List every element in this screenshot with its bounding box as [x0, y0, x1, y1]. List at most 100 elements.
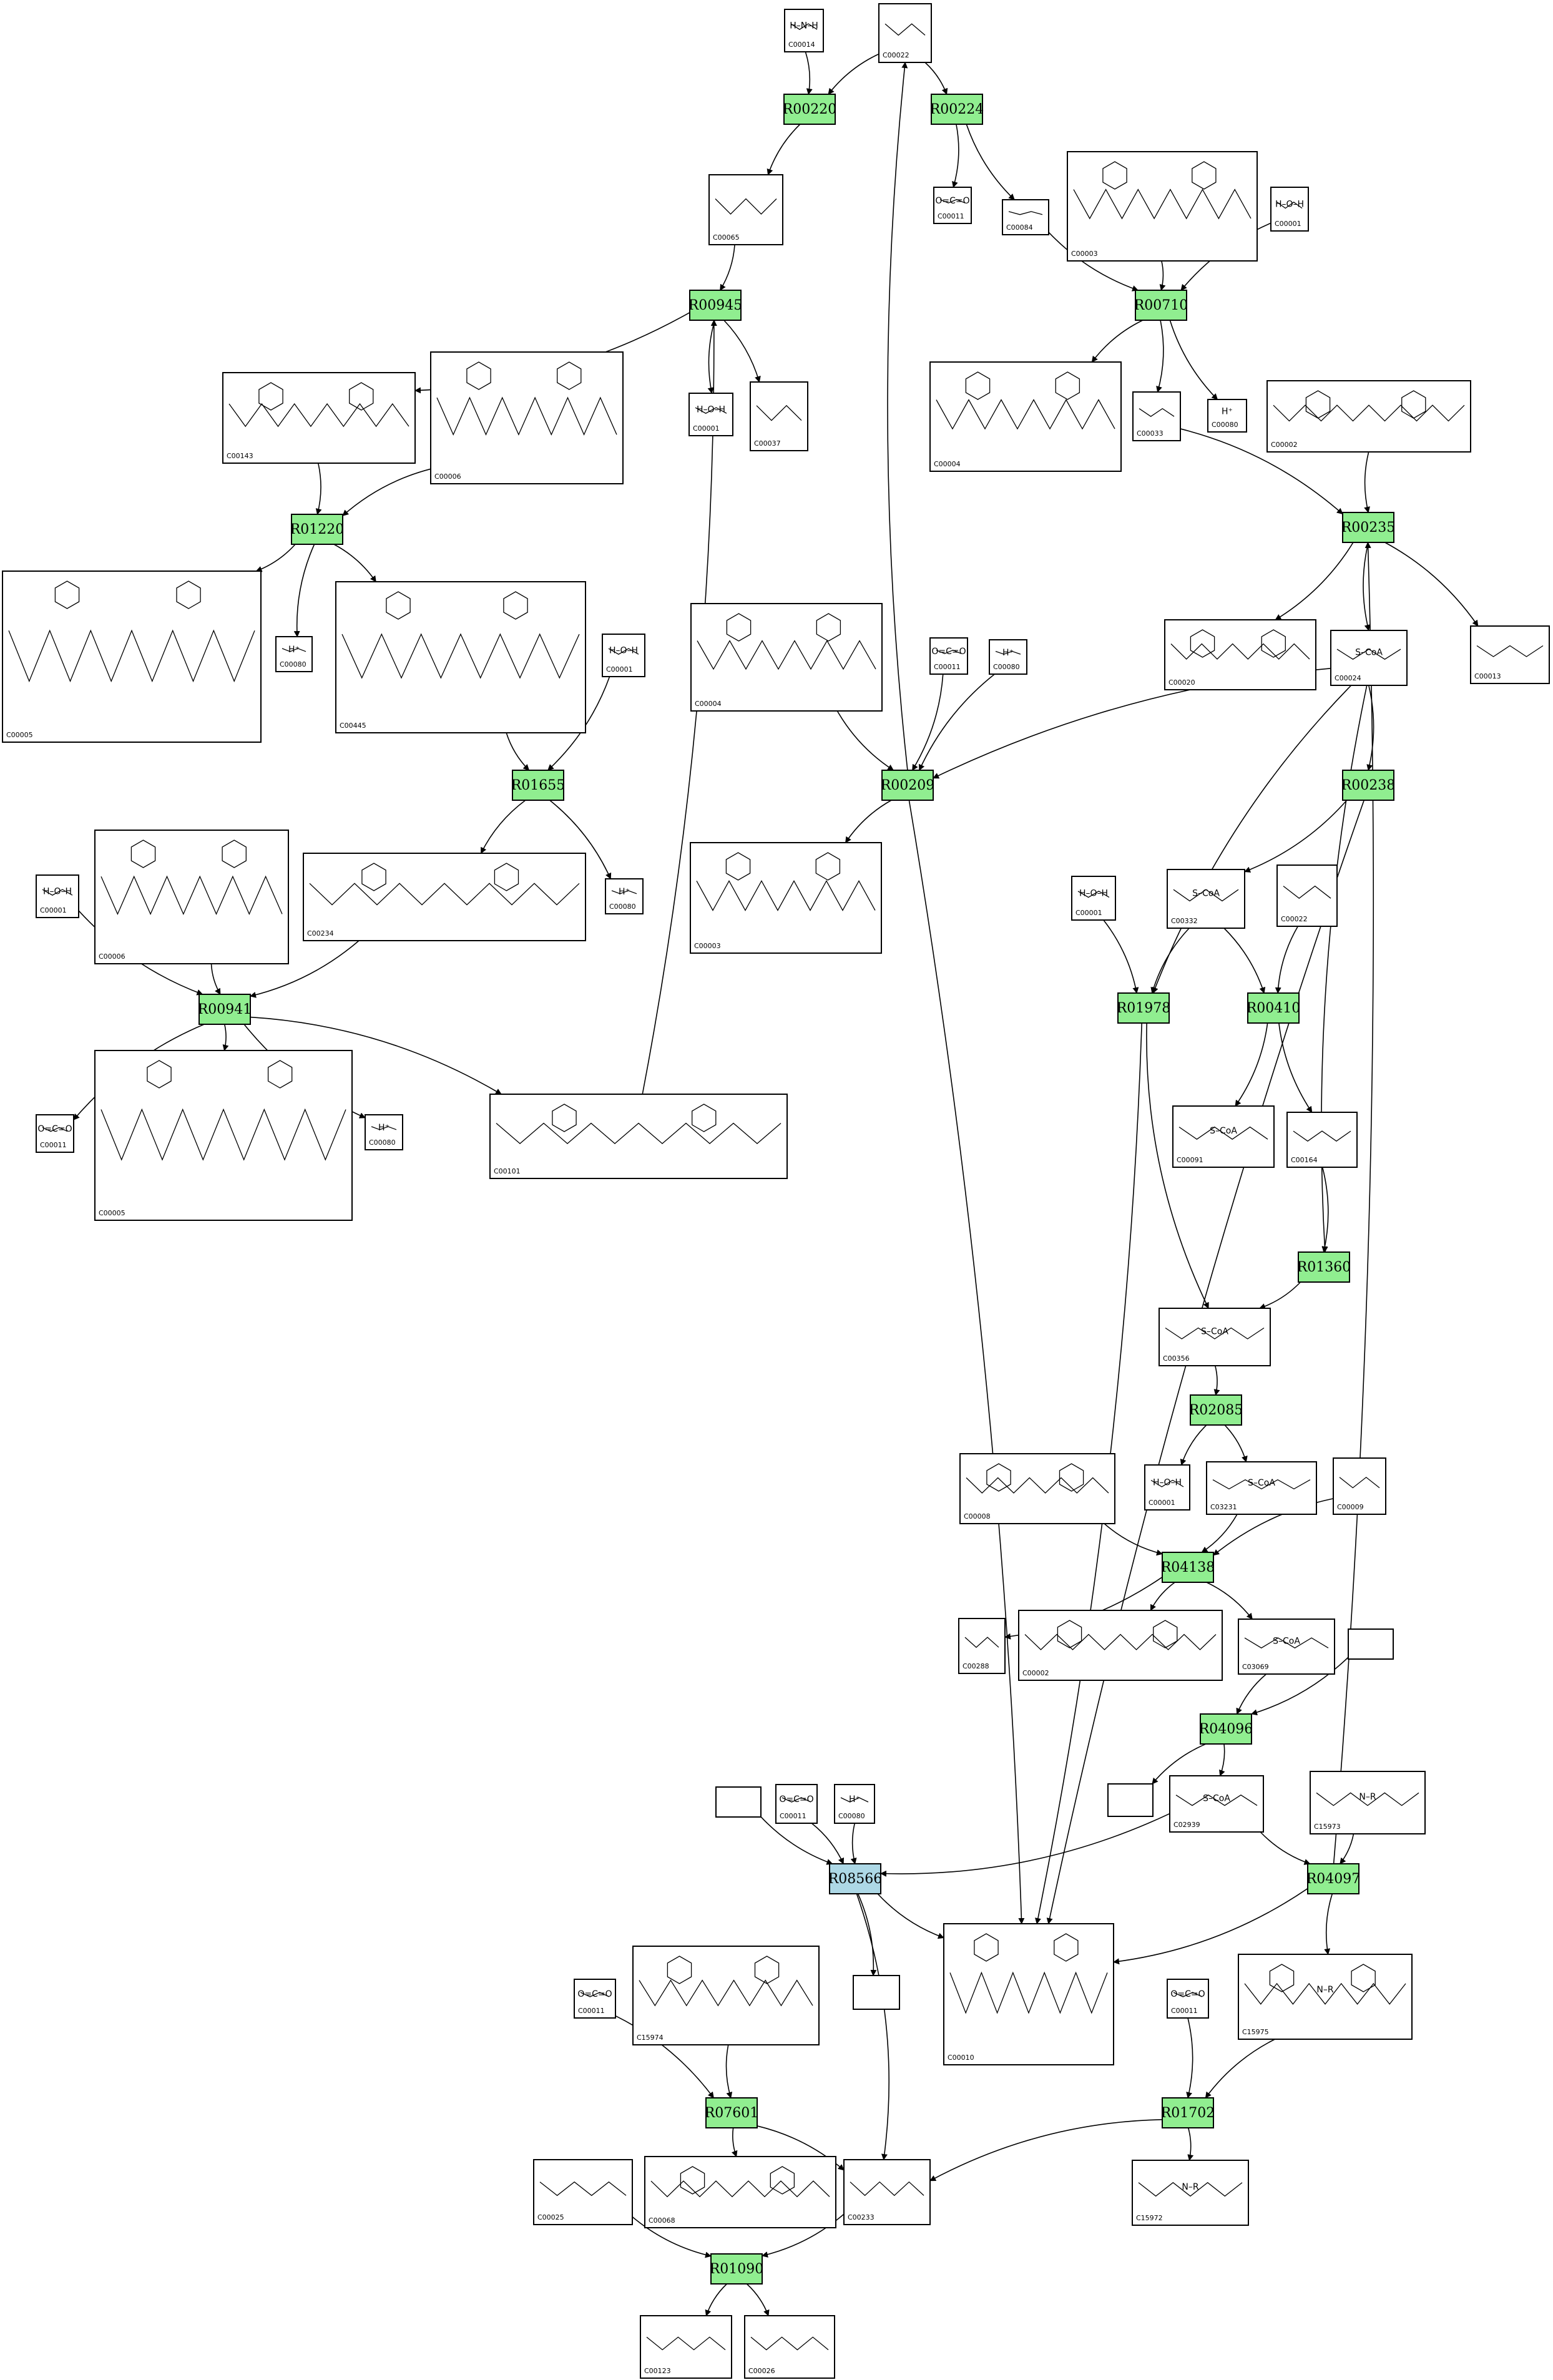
compound-c00288[interactable]: C00288 — [958, 1618, 1006, 1674]
reaction-r01702[interactable]: R01702 — [1161, 2097, 1215, 2128]
reaction-r01090[interactable]: R01090 — [710, 2253, 764, 2285]
compound-c00033[interactable]: C00033 — [1132, 391, 1181, 441]
compound-empty1[interactable] — [1348, 1628, 1394, 1660]
compound-c00164[interactable]: C00164 — [1286, 1112, 1358, 1168]
compound-c00143[interactable]: C00143 — [222, 372, 416, 464]
compound-c00004a[interactable]: C00004 — [929, 361, 1122, 472]
compound-c00080f[interactable]: H⁺C00080 — [834, 1784, 875, 1824]
compound-c00123[interactable]: C00123 — [640, 2315, 732, 2379]
compound-c00005a[interactable]: C00005 — [2, 571, 262, 743]
structure-sketch — [840, 1797, 869, 1803]
reaction-r01220[interactable]: R01220 — [290, 514, 345, 545]
reaction-r01655[interactable]: R01655 — [511, 770, 566, 801]
compound-c00010[interactable]: C00010 — [943, 1923, 1114, 2065]
reaction-r02085[interactable]: R02085 — [1189, 1394, 1243, 1426]
compound-empty3[interactable] — [1107, 1783, 1154, 1817]
reaction-r00945[interactable]: R00945 — [688, 290, 743, 321]
reaction-r00224[interactable]: R00224 — [930, 94, 984, 125]
edge-R00710-c00080a — [1169, 320, 1218, 400]
compound-c00080c[interactable]: H⁺C00080 — [989, 639, 1027, 675]
compound-empty4[interactable] — [853, 1975, 900, 2010]
compound-c00080d[interactable]: H⁺C00080 — [605, 878, 644, 914]
reaction-r00209[interactable]: R00209 — [881, 770, 935, 801]
compound-id: C00068 — [649, 2216, 675, 2225]
reaction-r00410[interactable]: R00410 — [1247, 992, 1301, 1024]
ring-sketch — [130, 840, 156, 868]
reaction-r01978[interactable]: R01978 — [1117, 992, 1171, 1024]
compound-c00080a[interactable]: H⁺C00080 — [1207, 399, 1247, 433]
compound-c00002b[interactable]: C00002 — [1018, 1610, 1223, 1681]
compound-c00037[interactable]: C00037 — [750, 381, 808, 451]
compound-c00234[interactable]: C00234 — [303, 853, 586, 941]
compound-c00013[interactable]: C00013 — [1470, 625, 1550, 684]
compound-c00009[interactable]: C00009 — [1333, 1457, 1386, 1515]
reaction-r00941[interactable]: R00941 — [198, 994, 252, 1025]
reaction-r00235[interactable]: R00235 — [1341, 512, 1396, 543]
reaction-box — [1162, 2097, 1214, 2128]
compound-c00068[interactable]: C00068 — [644, 2156, 836, 2228]
compound-c00022b[interactable]: C00022 — [1276, 864, 1338, 927]
compound-c00005b[interactable]: C00005 — [94, 1050, 353, 1221]
compound-c00080e[interactable]: H⁺C00080 — [365, 1114, 403, 1150]
compound-c00003b[interactable]: C00003 — [690, 842, 882, 954]
compound-c00026[interactable]: C00026 — [744, 2315, 835, 2379]
compound-c00020[interactable]: C00020 — [1164, 619, 1316, 690]
compound-c00084[interactable]: C00084 — [1002, 199, 1049, 235]
compound-c00004b[interactable]: C00004 — [690, 603, 883, 712]
reaction-r04097[interactable]: R04097 — [1306, 1863, 1361, 1894]
compound-c00003a[interactable]: C00003 — [1067, 151, 1258, 262]
compound-c15974[interactable]: C15974 — [632, 1946, 820, 2045]
compound-c00101[interactable]: C00101 — [489, 1094, 788, 1179]
compound-c00002a[interactable]: C00002 — [1266, 380, 1471, 453]
reaction-r00220[interactable]: R00220 — [783, 94, 837, 125]
reaction-r01360[interactable]: R01360 — [1297, 1251, 1351, 1283]
reaction-r00238[interactable]: R00238 — [1341, 770, 1396, 801]
compound-c00006a[interactable]: C00006 — [430, 351, 624, 484]
structure-sketch — [715, 198, 777, 215]
compound-c00445[interactable]: C00445 — [335, 581, 586, 733]
compound-box — [1169, 1775, 1264, 1833]
compound-c00025[interactable]: C00025 — [533, 2159, 633, 2225]
reaction-r04096[interactable]: R04096 — [1199, 1713, 1253, 1745]
compound-c00065[interactable]: C00065 — [708, 174, 783, 245]
compound-formula: N–R — [1316, 1985, 1333, 1995]
compound-c00080b[interactable]: H⁺C00080 — [275, 636, 313, 672]
compound-empty2[interactable] — [715, 1786, 762, 1818]
reaction-r07601[interactable]: R07601 — [705, 2097, 759, 2128]
compound-id: C00005 — [99, 1209, 125, 1217]
reaction-r08566[interactable]: R08566 — [828, 1863, 883, 1894]
compound-formula: H⁺ — [1222, 406, 1233, 416]
compound-c00022a[interactable]: C00022 — [878, 3, 932, 63]
reaction-r00710[interactable]: R00710 — [1134, 290, 1188, 321]
compound-c00233[interactable]: C00233 — [843, 2159, 931, 2225]
compound-c00006b[interactable]: C00006 — [94, 830, 289, 964]
compound-c00008[interactable]: C00008 — [959, 1453, 1115, 1524]
reaction-box — [689, 290, 742, 321]
reaction-r04138[interactable]: R04138 — [1161, 1552, 1215, 1583]
ring-sketch — [1054, 1933, 1079, 1962]
compound-box — [36, 1114, 74, 1153]
